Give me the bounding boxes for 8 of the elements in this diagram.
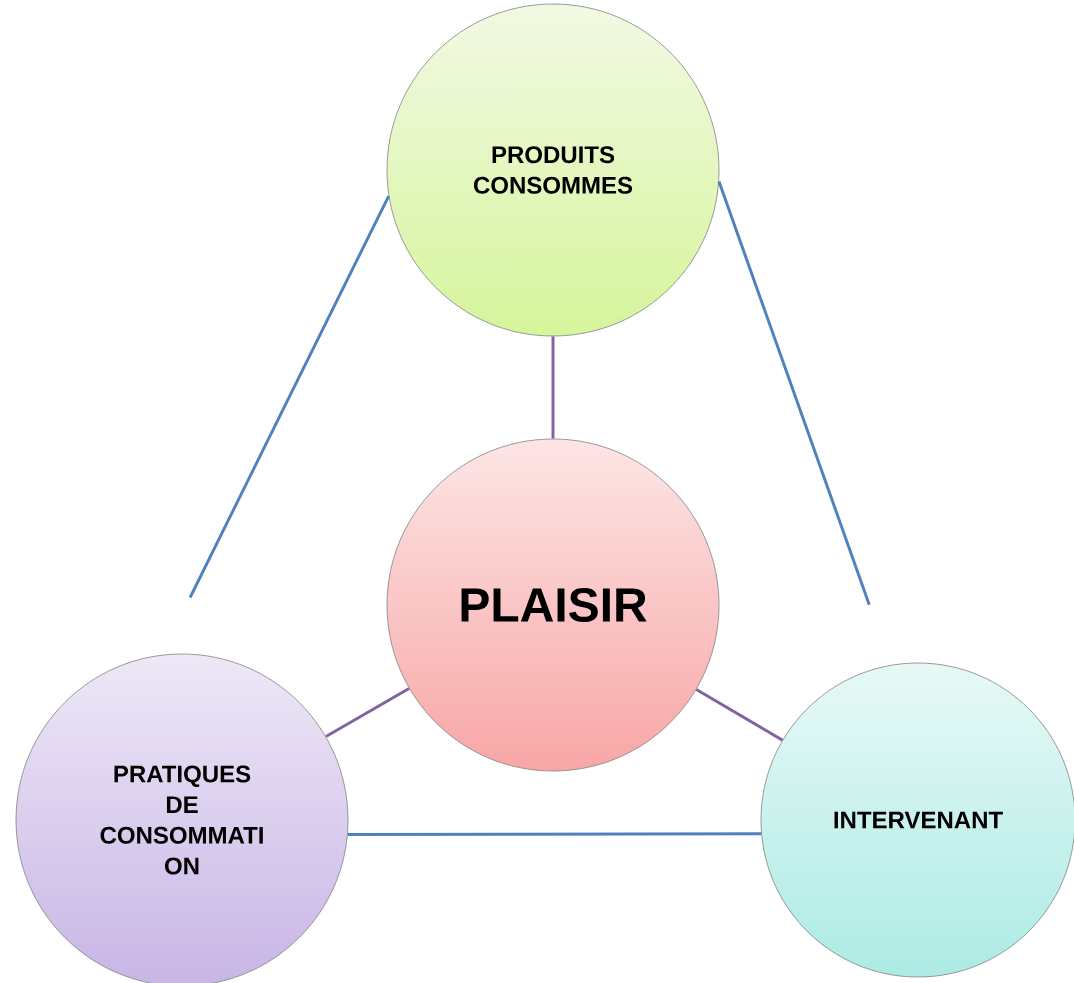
connector-line xyxy=(347,832,762,836)
connector-line xyxy=(188,195,390,599)
connector-line xyxy=(695,688,784,742)
circle-node: PLAISIR xyxy=(386,438,720,772)
connector-line xyxy=(325,687,410,738)
circle-node: PRODUITS CONSOMMES xyxy=(386,3,720,337)
connector-line xyxy=(717,181,871,606)
connector-line xyxy=(551,336,555,439)
